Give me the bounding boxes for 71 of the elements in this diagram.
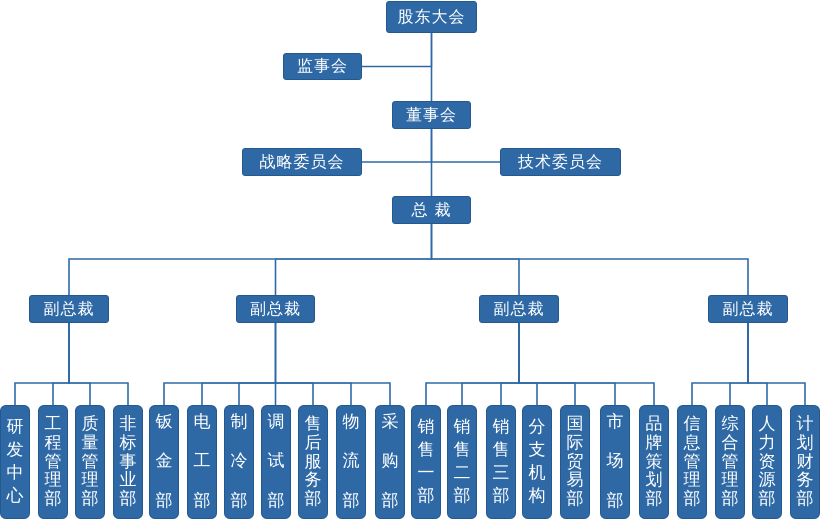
department-name: 计划财务部: [796, 415, 814, 509]
department-name: 质量管理部: [82, 415, 98, 509]
position-name: 总 裁: [411, 200, 452, 220]
department-box: [375, 405, 405, 519]
department-name: 分支机构: [528, 416, 546, 508]
department-name: 市场部: [606, 411, 624, 513]
department-name: 综合管理部: [722, 415, 738, 509]
connector-line: [518, 323, 655, 405]
connector-line: [747, 323, 806, 405]
department-box: [261, 405, 291, 519]
department-box: [0, 405, 30, 519]
department-name: 采购部: [382, 411, 398, 513]
department-box: [677, 405, 707, 519]
position-name: 副总裁: [722, 298, 774, 320]
department-name: 销售一部: [418, 416, 434, 508]
department-name: 销售三部: [492, 416, 510, 508]
department-box: [790, 405, 820, 519]
department-name: 国际贸易部: [566, 415, 584, 509]
position-box: [236, 295, 315, 323]
position-name: 副总裁: [250, 298, 301, 320]
position-name: 副总裁: [44, 298, 94, 320]
department-box: [336, 405, 366, 519]
department-box: [560, 405, 590, 519]
position-box: [500, 148, 621, 176]
position-box: [708, 295, 788, 323]
department-name: 信息管理部: [684, 415, 700, 509]
department-box: [113, 405, 143, 519]
department-name: 非标事业部: [120, 415, 136, 509]
department-box: [38, 405, 68, 519]
position-name: 监事会: [297, 56, 348, 77]
department-name: 工程管理部: [44, 415, 62, 509]
department-box: [411, 405, 441, 519]
department-name: 品牌策划部: [646, 415, 662, 509]
department-name: 售后服务部: [304, 415, 322, 509]
department-box: [752, 405, 782, 519]
connector-line: [430, 129, 432, 196]
position-name: 技术委员会: [518, 152, 603, 172]
position-box: [29, 295, 109, 323]
position-box: [242, 148, 362, 176]
connector-line: [274, 323, 391, 405]
department-box: [639, 405, 669, 519]
department-name: 调试部: [268, 411, 284, 513]
department-box: [298, 405, 328, 519]
position-name: 战略委员会: [260, 152, 344, 172]
department-name: 电工部: [194, 411, 210, 513]
department-box: [447, 405, 477, 519]
position-box: [479, 295, 559, 323]
connector-line: [430, 33, 432, 101]
department-box: [187, 405, 217, 519]
department-name: 制冷部: [230, 411, 248, 513]
position-box: [386, 1, 477, 33]
department-box: [75, 405, 105, 519]
department-name: 钣金部: [156, 411, 172, 513]
position-name: 副总裁: [494, 298, 544, 320]
department-box: [224, 405, 254, 519]
connector-line: [430, 224, 749, 295]
connector-line: [68, 323, 129, 405]
department-box: [715, 405, 745, 519]
position-box: [392, 196, 471, 224]
department-box: [600, 405, 630, 519]
department-box: [486, 405, 516, 519]
department-box: [149, 405, 179, 519]
department-name: 物流部: [342, 411, 360, 513]
position-name: 董事会: [406, 104, 457, 126]
department-name: 销售二部: [454, 416, 470, 508]
position-name: 股东大会: [398, 6, 466, 28]
department-name: 人力资源部: [758, 415, 776, 509]
department-name: 研发中心: [6, 416, 24, 508]
department-box: [522, 405, 552, 519]
position-box: [283, 53, 362, 80]
position-box: [392, 101, 471, 129]
